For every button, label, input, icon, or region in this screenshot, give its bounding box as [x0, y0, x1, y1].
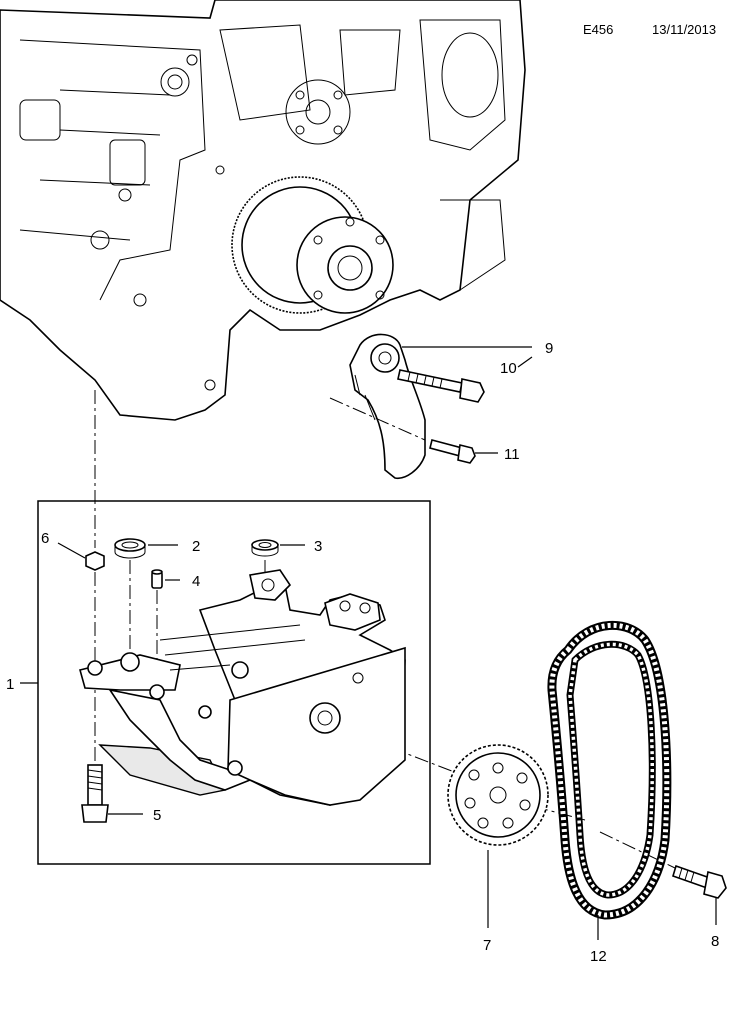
engine-block-illustration	[0, 0, 526, 421]
diagram-date: 13/11/2013	[652, 22, 717, 37]
nut-6	[85, 551, 105, 571]
callout-11: 11	[504, 446, 520, 463]
bolt-8	[672, 864, 727, 899]
callout-4: 4	[192, 573, 200, 590]
leader-lines	[57, 346, 717, 940]
callout-8: 8	[711, 933, 719, 950]
callout-3: 3	[314, 538, 322, 555]
callout-5: 5	[153, 807, 161, 824]
callout-12: 12	[590, 948, 607, 965]
seal-ring-3	[251, 539, 279, 557]
callout-7: 7	[483, 937, 491, 954]
seal-ring-2	[114, 538, 146, 559]
callout-1: 1	[6, 676, 14, 693]
bolt-5	[81, 764, 109, 823]
dowel-pin-4	[151, 569, 163, 589]
sprocket-7	[447, 744, 549, 846]
diagram-code: E456	[583, 22, 614, 37]
callout-9: 9	[545, 340, 553, 357]
callout-labels: 1 2 3 4 5 6 7 8 9 10 11 12	[6, 340, 719, 965]
callout-6: 6	[41, 530, 49, 547]
callout-2: 2	[192, 538, 200, 555]
chain-tensioner-illustration	[329, 333, 485, 480]
callout-10: 10	[500, 360, 517, 377]
oil-pump-module-illustration	[79, 569, 406, 806]
drive-chain-12	[547, 620, 672, 920]
